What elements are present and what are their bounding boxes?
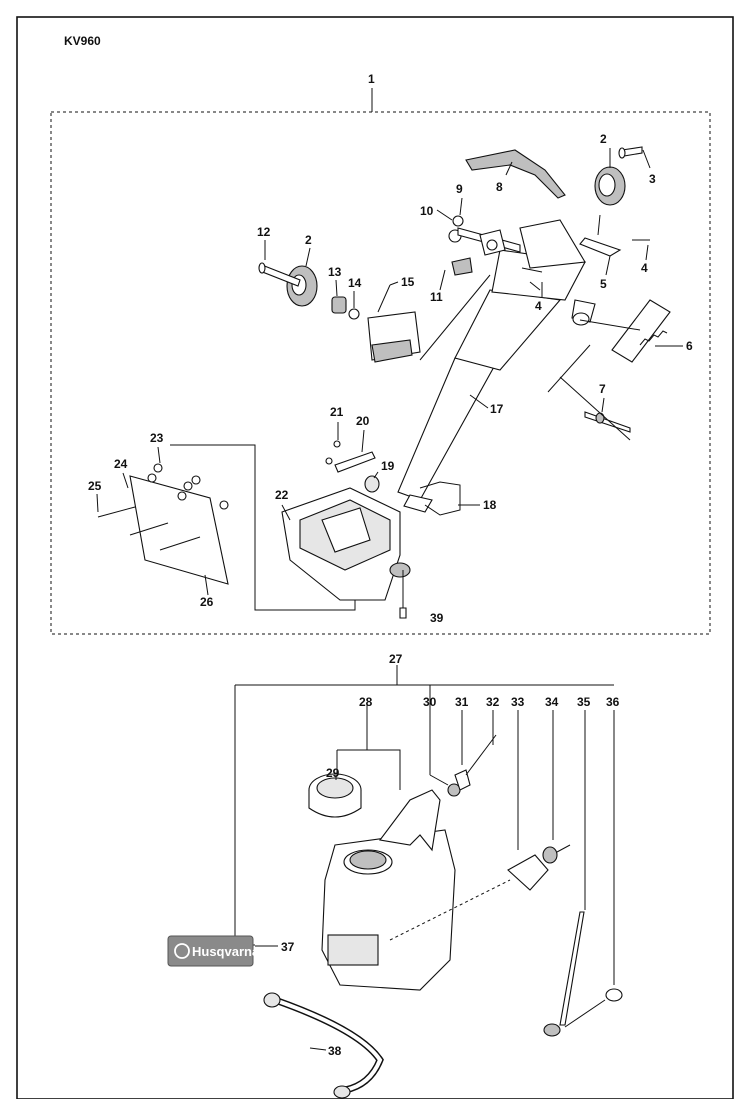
lever-8 [465,149,566,199]
label-26: 26 [200,595,214,609]
label-2-left: 2 [305,233,312,247]
label-3: 3 [649,172,656,186]
tube-17 [397,357,496,501]
logo-text: Husqvarna [192,944,260,959]
spring-6 [579,299,671,363]
label-7: 7 [599,382,606,396]
label-21: 21 [330,405,344,419]
fuel-tank-28 [321,789,511,991]
label-8: 8 [496,180,503,194]
label-29: 29 [326,766,340,780]
label-23: 23 [150,431,164,445]
label-4-right: 4 [641,261,648,275]
page-frame [16,16,734,1099]
valve-33 [507,854,549,891]
handle-assembly [97,146,671,619]
assembly-1-boundary [50,111,711,635]
husqvarna-crown-icon [174,943,190,959]
label-12: 12 [257,225,271,239]
label-6: 6 [686,339,693,353]
label-9: 9 [456,182,463,196]
label-19: 19 [381,459,395,473]
label-30: 30 [423,695,437,709]
label-35: 35 [577,695,591,709]
knob-2-left [286,265,318,307]
label-28: 28 [359,695,373,709]
label-14: 14 [348,276,362,290]
label-20: 20 [356,414,370,428]
model-title: KV960 [64,34,101,48]
hose-38 [263,992,384,1099]
tank-cap-29 [308,773,362,818]
label-17: 17 [490,402,504,416]
label-38: 38 [328,1044,342,1058]
label-2-right: 2 [600,132,607,146]
label-1: 1 [368,72,375,86]
label-34: 34 [545,695,559,709]
label-4-center: 4 [535,299,542,313]
label-39: 39 [430,611,444,625]
tube-35 [559,911,585,1026]
label-10: 10 [420,204,434,218]
label-13: 13 [328,265,342,279]
label-27: 27 [389,652,403,666]
husqvarna-logo: Husqvarna [167,935,260,967]
label-18: 18 [483,498,497,512]
label-24: 24 [114,457,128,471]
label-15: 15 [401,275,415,289]
label-33: 33 [511,695,525,709]
nozzle-22 [281,487,411,601]
label-31: 31 [455,695,469,709]
plate-26 [97,463,229,585]
label-36: 36 [606,695,620,709]
label-25: 25 [88,479,102,493]
label-11: 11 [430,290,443,304]
label-32: 32 [486,695,500,709]
label-22: 22 [275,488,289,502]
bracket-18 [419,481,461,516]
knob-2-right [594,166,626,206]
label-37: 37 [281,940,295,954]
label-5: 5 [600,277,607,291]
